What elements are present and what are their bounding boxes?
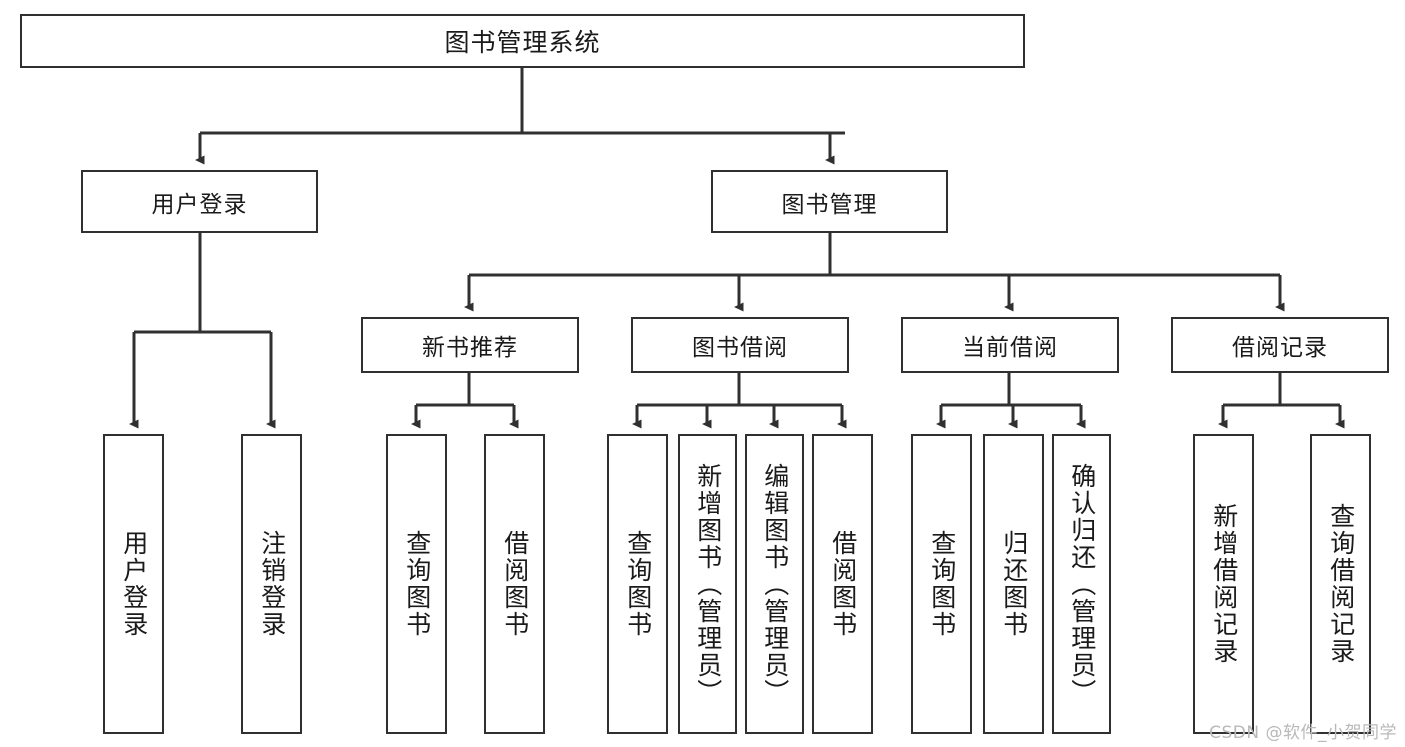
node-current-borrow[interactable]: 当前借阅 xyxy=(901,317,1119,373)
node-root[interactable]: 图书管理系统 xyxy=(20,14,1025,68)
leaf-label: 用户登录 xyxy=(119,530,149,638)
leaf-query-record[interactable]: 查询借阅记录 xyxy=(1310,434,1371,734)
leaf-label: 查询图书 xyxy=(402,530,432,638)
leaf-borrow-book-1[interactable]: 借阅图书 xyxy=(484,434,545,734)
node-borrow-record[interactable]: 借阅记录 xyxy=(1171,317,1389,373)
leaf-label: 新增图书（管理员） xyxy=(693,462,723,706)
node-book-manage[interactable]: 图书管理 xyxy=(711,170,948,233)
leaf-add-book[interactable]: 新增图书（管理员） xyxy=(678,434,737,734)
leaf-query-book-3[interactable]: 查询图书 xyxy=(911,434,972,734)
leaf-confirm-return[interactable]: 确认归还（管理员） xyxy=(1052,434,1111,734)
leaf-add-record[interactable]: 新增借阅记录 xyxy=(1193,434,1254,734)
leaf-label: 借阅图书 xyxy=(828,530,858,638)
leaf-borrow-book-2[interactable]: 借阅图书 xyxy=(812,434,873,734)
node-user-login[interactable]: 用户登录 xyxy=(81,170,318,233)
leaf-label: 编辑图书（管理员） xyxy=(760,462,790,706)
leaf-label: 新增借阅记录 xyxy=(1209,503,1239,665)
leaf-query-book-2[interactable]: 查询图书 xyxy=(607,434,668,734)
leaf-label: 注销登录 xyxy=(257,530,287,638)
node-new-book-recommend[interactable]: 新书推荐 xyxy=(361,317,579,373)
leaf-user-login[interactable]: 用户登录 xyxy=(103,434,164,734)
leaf-return-book[interactable]: 归还图书 xyxy=(983,434,1044,734)
leaf-query-book-1[interactable]: 查询图书 xyxy=(386,434,447,734)
csdn-watermark: CSDN @软件_小贺同学 xyxy=(1209,723,1397,743)
leaf-logout[interactable]: 注销登录 xyxy=(241,434,302,734)
node-book-borrow[interactable]: 图书借阅 xyxy=(631,317,849,373)
leaf-label: 查询图书 xyxy=(927,530,957,638)
leaf-label: 查询借阅记录 xyxy=(1326,503,1356,665)
leaf-label: 借阅图书 xyxy=(500,530,530,638)
leaf-label: 归还图书 xyxy=(999,530,1029,638)
leaf-edit-book[interactable]: 编辑图书（管理员） xyxy=(745,434,804,734)
leaf-label: 查询图书 xyxy=(623,530,653,638)
leaf-label: 确认归还（管理员） xyxy=(1067,462,1097,706)
